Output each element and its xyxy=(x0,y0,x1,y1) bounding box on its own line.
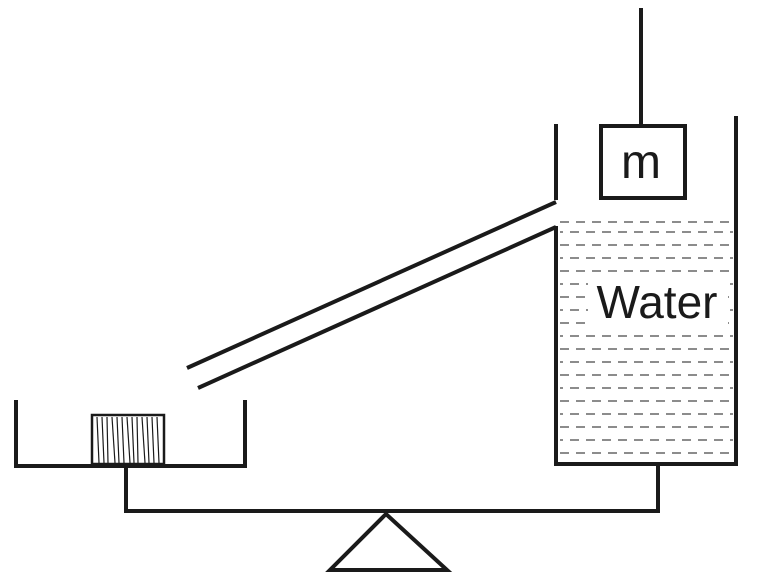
spout-upper-edge xyxy=(186,200,557,370)
mass-block xyxy=(599,124,687,200)
left-pan xyxy=(14,400,247,468)
water-label-background xyxy=(588,278,728,328)
fulcrum xyxy=(325,511,453,572)
hatched-block xyxy=(90,413,166,466)
water-body xyxy=(560,221,733,454)
spout-lower-edge xyxy=(197,225,557,390)
mass-label: m xyxy=(621,136,661,189)
water-label: Water xyxy=(597,276,718,328)
